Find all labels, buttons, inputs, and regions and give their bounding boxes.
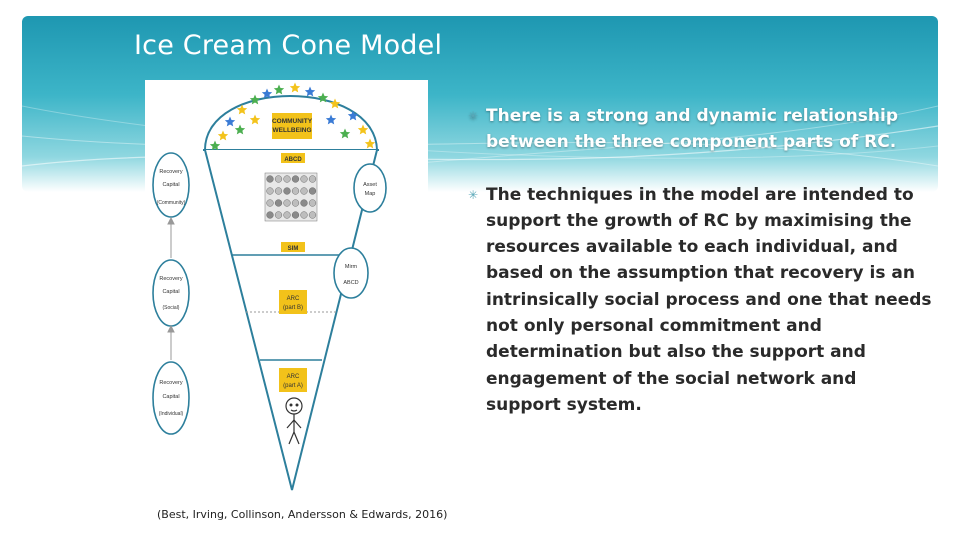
star-icons-group xyxy=(209,82,376,151)
crowd-face-icon xyxy=(300,175,308,183)
left-circle-individual-line1: Recovery xyxy=(159,380,182,386)
tier-box-arc-b xyxy=(279,290,307,314)
tier-box-abcd xyxy=(281,153,305,163)
right-circle-mirm-line1: Mirm xyxy=(345,264,358,270)
scoop-label-line2: WELLBEING xyxy=(273,127,312,134)
crowd-face-icon xyxy=(283,199,291,207)
crowd-face-icon xyxy=(308,199,317,207)
crowd-face-icon xyxy=(266,199,274,207)
left-circle-community-line3: (Community) xyxy=(157,200,186,206)
left-circle-individual: Recovery Capital (Individual) xyxy=(152,361,190,435)
crowd-face-icon xyxy=(274,175,283,183)
star-icon xyxy=(357,124,369,135)
left-circle-social: Recovery Capital (Social) xyxy=(152,259,190,327)
asterisk-icon: ✳ xyxy=(468,187,479,202)
crowd-face-icon xyxy=(266,187,274,195)
crowd-face-icon xyxy=(308,211,317,219)
left-circle-community-line2: Capital xyxy=(162,182,179,188)
bullet-item-1: ✳ There is a strong and dynamic relation… xyxy=(468,103,933,156)
right-circle-asset-line1: Asset xyxy=(363,182,377,188)
crowd-face-icon xyxy=(266,211,274,219)
left-circle-community-line1: Recovery xyxy=(159,169,182,175)
tier-box-sim xyxy=(281,242,305,252)
star-icon xyxy=(249,94,261,105)
left-circle-community: Recovery Capital (Community) xyxy=(152,152,190,218)
star-icon xyxy=(329,98,341,109)
community-crowd-image xyxy=(264,172,318,222)
star-icon xyxy=(261,88,273,99)
star-icon xyxy=(364,138,376,149)
tier-label-arc-a-line2: (part A) xyxy=(283,383,303,389)
tier-box-arc-a xyxy=(279,368,307,392)
crowd-face-icon xyxy=(291,187,300,195)
star-icon xyxy=(273,84,285,95)
star-icon xyxy=(217,130,229,141)
tier-label-arc-b-line1: ARC xyxy=(287,296,300,302)
crowd-face-icon xyxy=(291,211,300,219)
star-icon xyxy=(209,140,221,151)
crowd-face-icon xyxy=(300,211,308,219)
crowd-face-icon xyxy=(308,175,317,183)
crowd-face-icon xyxy=(274,187,283,195)
crowd-face-icon xyxy=(274,211,283,219)
star-icon xyxy=(339,128,351,139)
tier-label-abcd: ABCD xyxy=(284,157,302,163)
star-icon xyxy=(234,124,246,135)
ice-cream-cone-diagram: COMMUNITY WELLBEING ABCD SIM ARC (part B… xyxy=(145,80,428,530)
bullet-item-2: ✳ The techniques in the model are intend… xyxy=(468,182,933,419)
slide-title: Ice Cream Cone Model xyxy=(134,30,443,61)
crowd-face-icon xyxy=(300,199,308,207)
crowd-face-icon xyxy=(266,175,274,183)
crowd-face-icon xyxy=(283,187,291,195)
crowd-faces-group xyxy=(266,175,317,219)
crowd-face-icon xyxy=(283,211,291,219)
star-icon xyxy=(289,82,301,93)
crowd-face-icon xyxy=(300,187,308,195)
left-circle-social-line1: Recovery xyxy=(159,276,182,282)
star-icon xyxy=(249,114,261,125)
left-circle-social-line3: (Social) xyxy=(163,305,180,311)
individual-figure-icon xyxy=(285,397,303,445)
star-icon xyxy=(325,114,337,125)
bullet-list: ✳ There is a strong and dynamic relation… xyxy=(468,103,933,444)
tier-label-arc-a-line1: ARC xyxy=(287,374,300,380)
bullet-text-1: There is a strong and dynamic relationsh… xyxy=(486,106,899,153)
star-icon xyxy=(236,104,248,115)
right-circle-asset-map: Asset Map xyxy=(353,163,387,213)
star-icon xyxy=(304,86,316,97)
crowd-face-icon xyxy=(283,175,291,183)
crowd-face-icon xyxy=(291,199,300,207)
left-circle-individual-line3: (Individual) xyxy=(159,411,184,417)
star-icon xyxy=(224,116,236,127)
star-icon xyxy=(317,92,329,103)
asterisk-icon: ✳ xyxy=(468,109,479,123)
star-icon xyxy=(347,110,359,121)
crowd-face-icon xyxy=(291,175,300,183)
tier-label-arc-b-line2: (part B) xyxy=(283,305,303,311)
right-circle-mirm-line2: ABCD xyxy=(343,280,358,286)
right-circle-asset-line2: Map xyxy=(365,191,376,197)
left-circle-social-line2: Capital xyxy=(162,289,179,295)
tier-label-sim: SIM xyxy=(288,246,299,252)
community-wellbeing-box xyxy=(272,113,312,139)
scoop-label-line1: COMMUNITY xyxy=(272,118,313,125)
citation: (Best, Irving, Collinson, Andersson & Ed… xyxy=(157,508,448,521)
left-circle-individual-line2: Capital xyxy=(162,394,179,400)
right-circle-mirm-abcd: Mirm ABCD xyxy=(333,247,369,299)
up-arrow-icons xyxy=(167,216,175,360)
crowd-face-icon xyxy=(308,187,317,195)
bullet-text-2: The techniques in the model are intended… xyxy=(486,184,932,415)
crowd-face-icon xyxy=(274,199,283,207)
